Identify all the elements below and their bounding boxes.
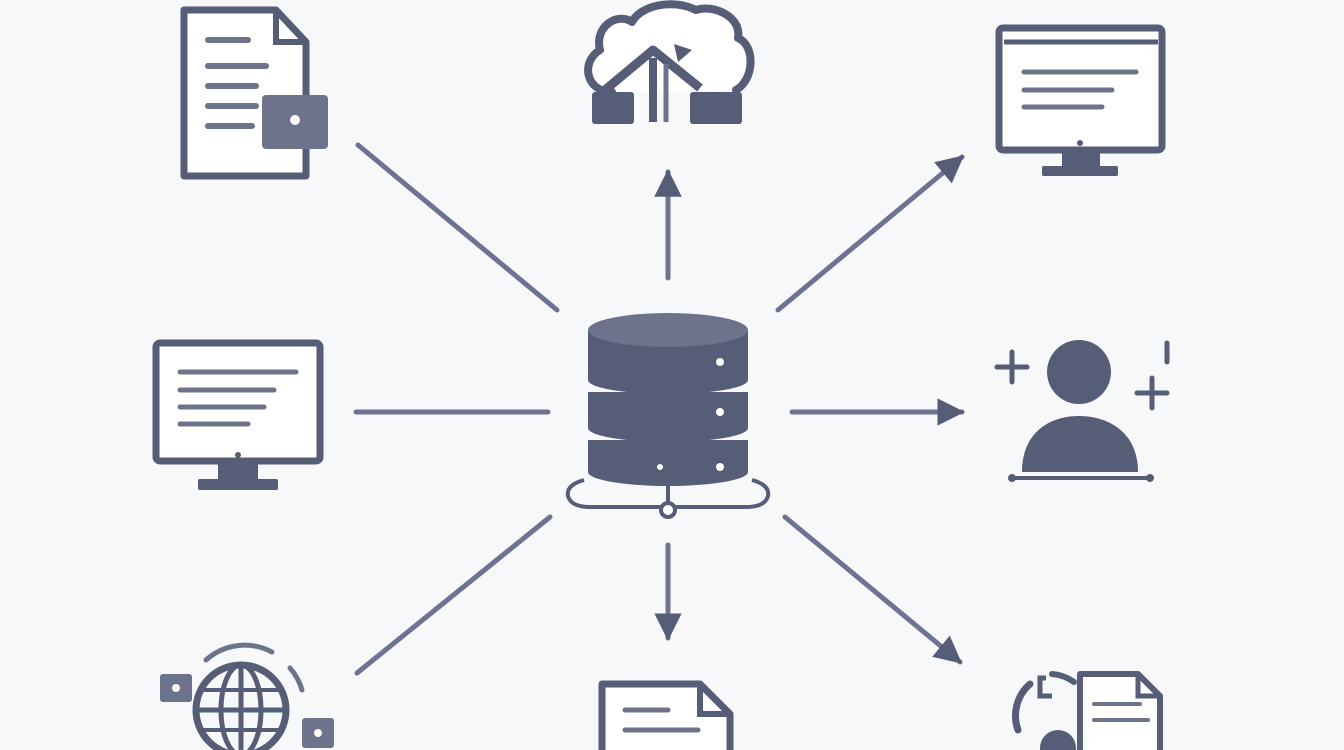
database-server-icon (565, 313, 771, 519)
globe-network-icon (160, 642, 334, 750)
security-document-icon (1012, 671, 1163, 750)
add-user-icon (994, 340, 1170, 482)
connector-globe-to-hub (354, 514, 553, 676)
connector-top-left-to-hub (355, 142, 560, 313)
cloud-upload-icon (584, 0, 755, 124)
desktop-monitor-icon (995, 24, 1166, 176)
document-icon (598, 680, 734, 750)
connector-hub-to-top-right-monitor (775, 154, 965, 313)
connectors (353, 142, 965, 676)
desktop-monitor-icon (152, 339, 324, 490)
connector-hub-to-security-document (782, 514, 963, 665)
document-lock-icon (180, 6, 328, 180)
